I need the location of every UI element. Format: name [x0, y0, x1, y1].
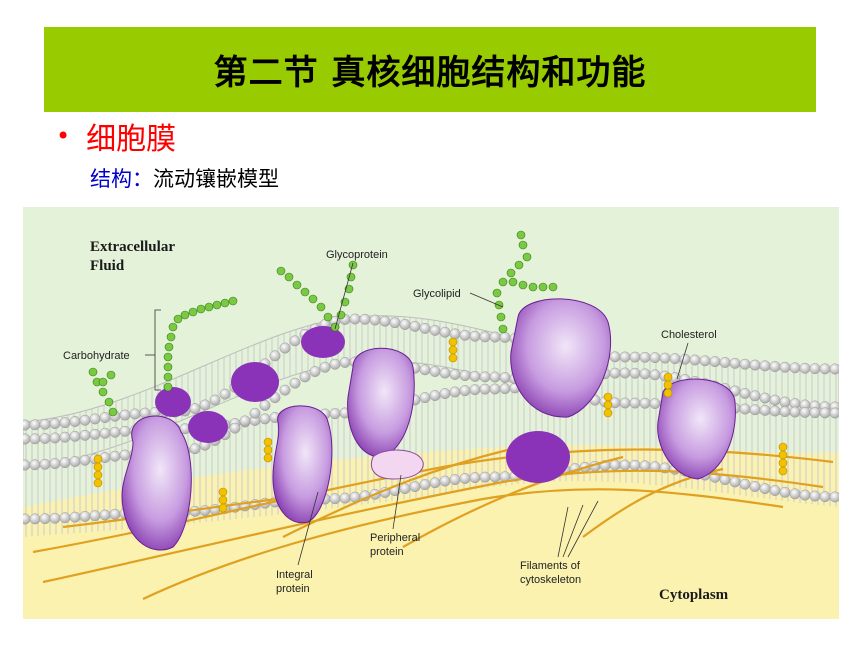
bullet-item: • 细胞膜 — [56, 114, 176, 158]
label-cholesterol: Cholesterol — [661, 329, 717, 341]
label-glycolipid: Glycolipid — [413, 288, 461, 300]
label-peripheral: Peripheral — [370, 532, 420, 544]
structure-value: 流动镶嵌模型 — [153, 167, 279, 191]
label-integral: Integral — [276, 569, 313, 581]
bullet-heading: 细胞膜 — [86, 122, 177, 157]
membrane-diagram: Extracellular Fluid Glycoprotein Glycoli… — [23, 207, 839, 619]
membrane-illustration: Extracellular Fluid Glycoprotein Glycoli… — [23, 207, 839, 619]
label-peripheral-protein: protein — [370, 546, 404, 558]
bullet-dot: • — [56, 122, 71, 150]
diagram-labels: Extracellular Fluid Glycoprotein Glycoli… — [63, 239, 729, 603]
label-fluid: Fluid — [90, 258, 125, 274]
label-carbohydrate: Carbohydrate — [63, 350, 130, 362]
label-integral-protein: protein — [276, 583, 310, 595]
label-cytoskeleton: cytoskeleton — [520, 574, 581, 586]
label-glycoprotein: Glycoprotein — [326, 249, 388, 261]
slide-title: 第二节 真核细胞结构和功能 — [213, 53, 647, 93]
label-filaments: Filaments of — [520, 560, 581, 572]
label-cytoplasm: Cytoplasm — [659, 587, 729, 603]
title-banner: 第二节 真核细胞结构和功能 — [44, 27, 816, 112]
structure-line: 结构：流动镶嵌模型 — [90, 163, 279, 193]
structure-label: 结构： — [90, 167, 153, 191]
label-extracellular: Extracellular — [90, 239, 175, 255]
integral-proteins — [121, 298, 736, 551]
cholesterol-molecules — [93, 337, 788, 513]
carbohydrate-chains — [88, 230, 558, 417]
